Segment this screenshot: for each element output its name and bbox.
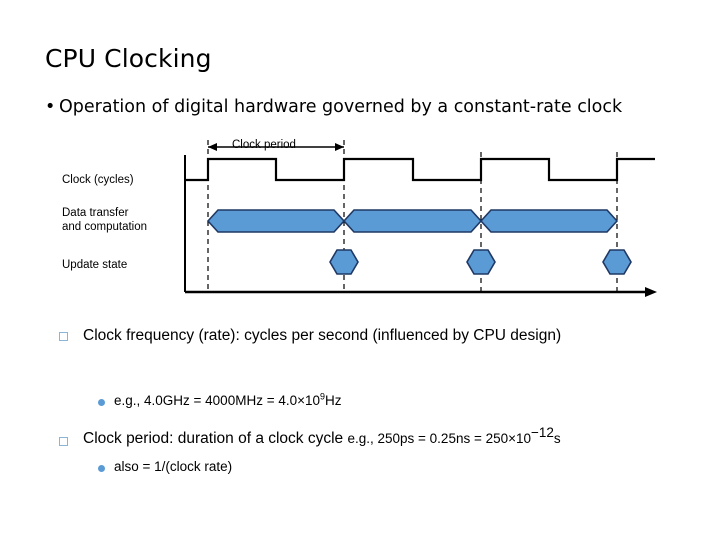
clock-cycles-label: Clock (cycles) <box>62 174 134 186</box>
data-transfer-bar <box>479 209 619 233</box>
update-state-label: Update state <box>62 259 128 271</box>
data-transfer-bar <box>342 209 483 233</box>
clock-frequency-example-text: e.g., 4.0GHz = 4000MHz = 4.0×109Hz <box>114 391 342 408</box>
bullet-marker-square <box>59 437 68 446</box>
clock-period-arrowhead-left <box>208 143 217 151</box>
bullet-marker-square <box>59 332 68 341</box>
update-state-hexagon <box>329 249 359 275</box>
update-state-hexagons <box>329 249 632 275</box>
clock-period-bullet-text: Clock period: duration of a clock cycle … <box>83 426 561 448</box>
update-state-hexagon <box>466 249 496 275</box>
update-state-hexagon <box>602 249 632 275</box>
timing-diagram-svg <box>184 140 657 297</box>
example-frequency-exponent: 9 <box>320 391 325 402</box>
clock-period-arrowhead-right <box>335 143 344 151</box>
clock-period-label: Clock period <box>232 139 296 151</box>
clock-timing-diagram: Clock period Clock (cycles) Data transfe… <box>0 130 720 310</box>
bullet-marker-circle <box>98 465 105 472</box>
clock-period-unit: s <box>553 431 561 446</box>
example-frequency-unit: Hz <box>324 393 342 408</box>
clock-frequency-bullet-text: Clock frequency (rate): cycles per secon… <box>83 327 562 344</box>
bullet-marker-circle <box>98 399 105 406</box>
x-axis-arrowhead <box>645 287 657 297</box>
clock-period-head: Clock period: duration of a clock cycle <box>83 430 348 447</box>
example-frequency-main: e.g., 4.0GHz = 4000MHz = 4.0×10 <box>114 393 321 408</box>
clock-period-example: e.g., 250ps = 0.25ns = 250×10 <box>347 431 532 446</box>
data-transfer-bar <box>206 209 346 233</box>
data-transfer-label: Data transfer and computation <box>62 206 147 234</box>
main-bullet: • Operation of digital hardware governed… <box>45 96 665 118</box>
clock-period-exponent: −12 <box>531 424 554 440</box>
clock-waveform <box>185 157 655 182</box>
clock-period-also-text: also = 1/(clock rate) <box>114 459 233 474</box>
main-bullet-text: Operation of digital hardware governed b… <box>59 97 623 117</box>
data-transfer-label-line2: and computation <box>62 221 148 233</box>
data-transfer-label-line1: Data transfer <box>62 207 129 219</box>
bullet-marker-dot: • <box>45 97 56 117</box>
page-title: CPU Clocking <box>45 44 212 73</box>
data-transfer-bars <box>206 209 619 233</box>
